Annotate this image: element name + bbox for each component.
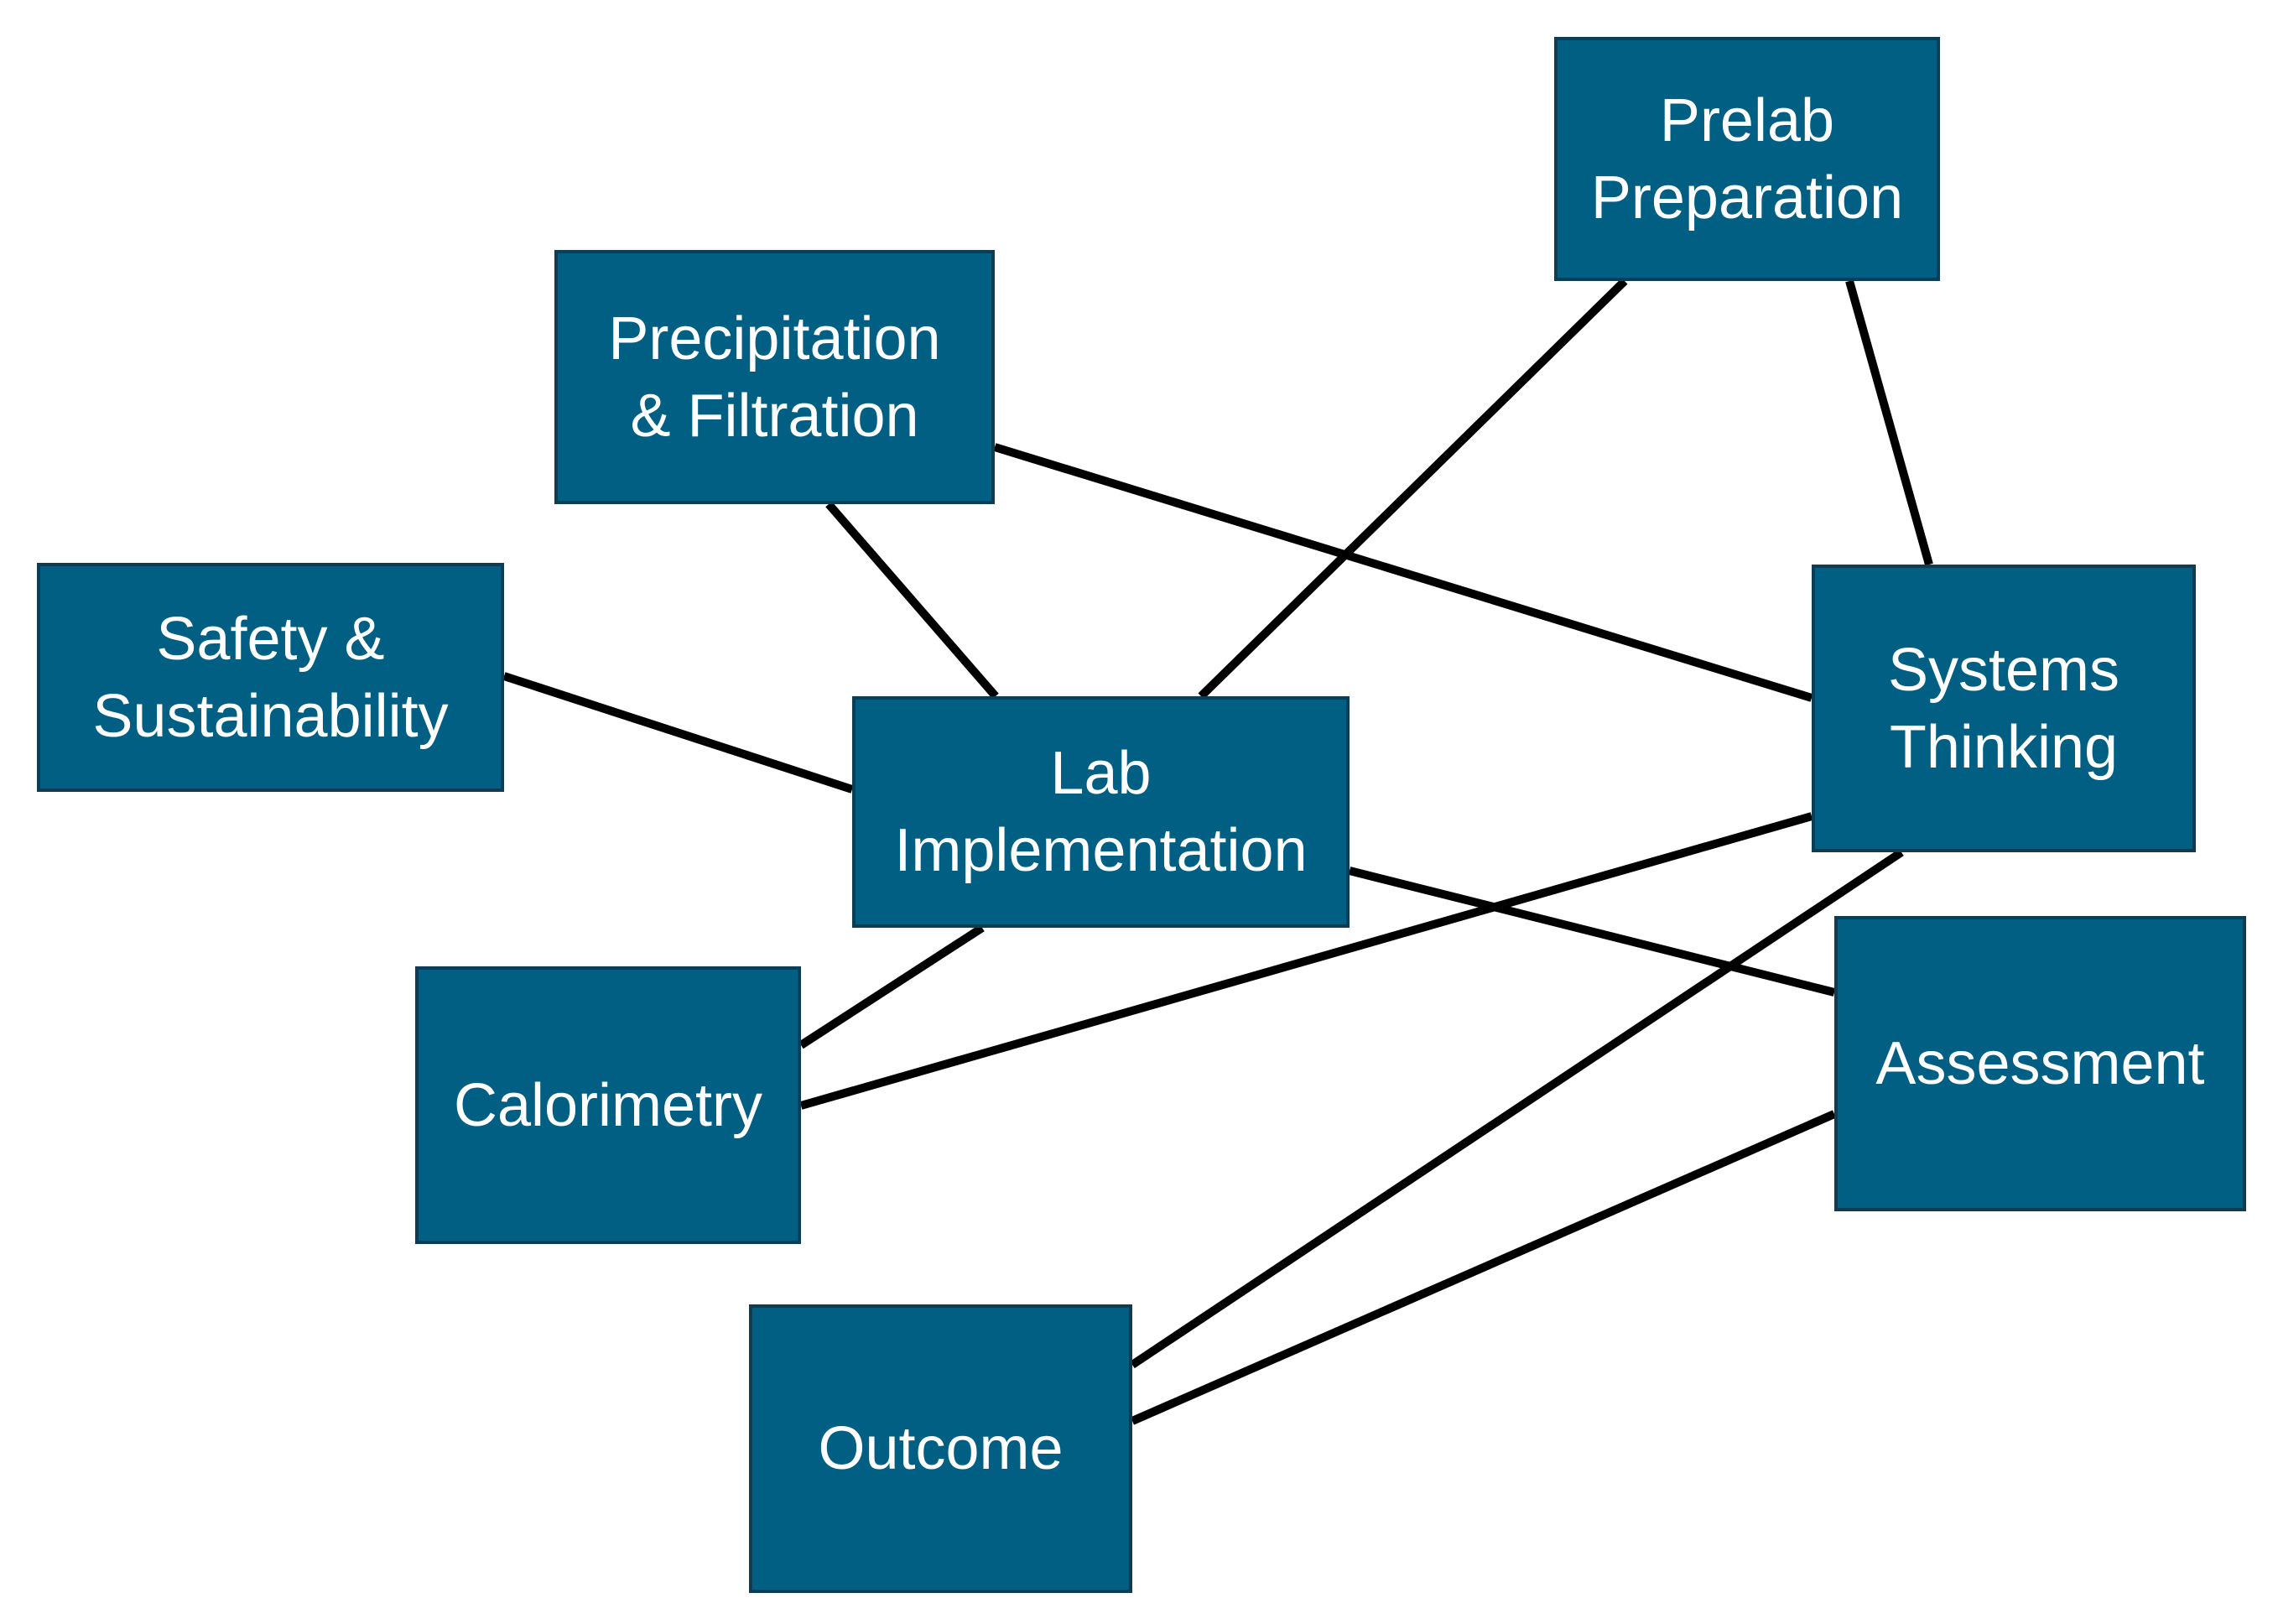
- node-precipitation-filtration: Precipitation & Filtration: [554, 250, 995, 504]
- edge-assess-outcome: [1130, 1110, 1837, 1425]
- edge-lab-assess: [1348, 867, 1836, 997]
- edge-systems-calor: [799, 812, 1813, 1110]
- edge-precip-lab: [825, 501, 999, 700]
- edge-prelab-lab: [1198, 278, 1628, 700]
- edge-prelab-systems: [1845, 279, 1933, 566]
- edge-precip-systems: [993, 443, 1813, 702]
- node-safety-sustainability: Safety & Sustainability: [37, 563, 504, 792]
- node-assessment: Assessment: [1834, 916, 2246, 1211]
- node-outcome: Outcome: [749, 1304, 1132, 1593]
- node-calorimetry: Calorimetry: [415, 966, 801, 1244]
- node-prelab-preparation: Prelab Preparation: [1554, 37, 1940, 281]
- edge-safety-lab: [502, 672, 854, 794]
- edge-systems-outcome: [1130, 848, 1904, 1369]
- edge-lab-calor: [798, 924, 985, 1049]
- node-systems-thinking: Systems Thinking: [1812, 565, 2196, 852]
- node-lab-implementation: Lab Implementation: [852, 696, 1350, 928]
